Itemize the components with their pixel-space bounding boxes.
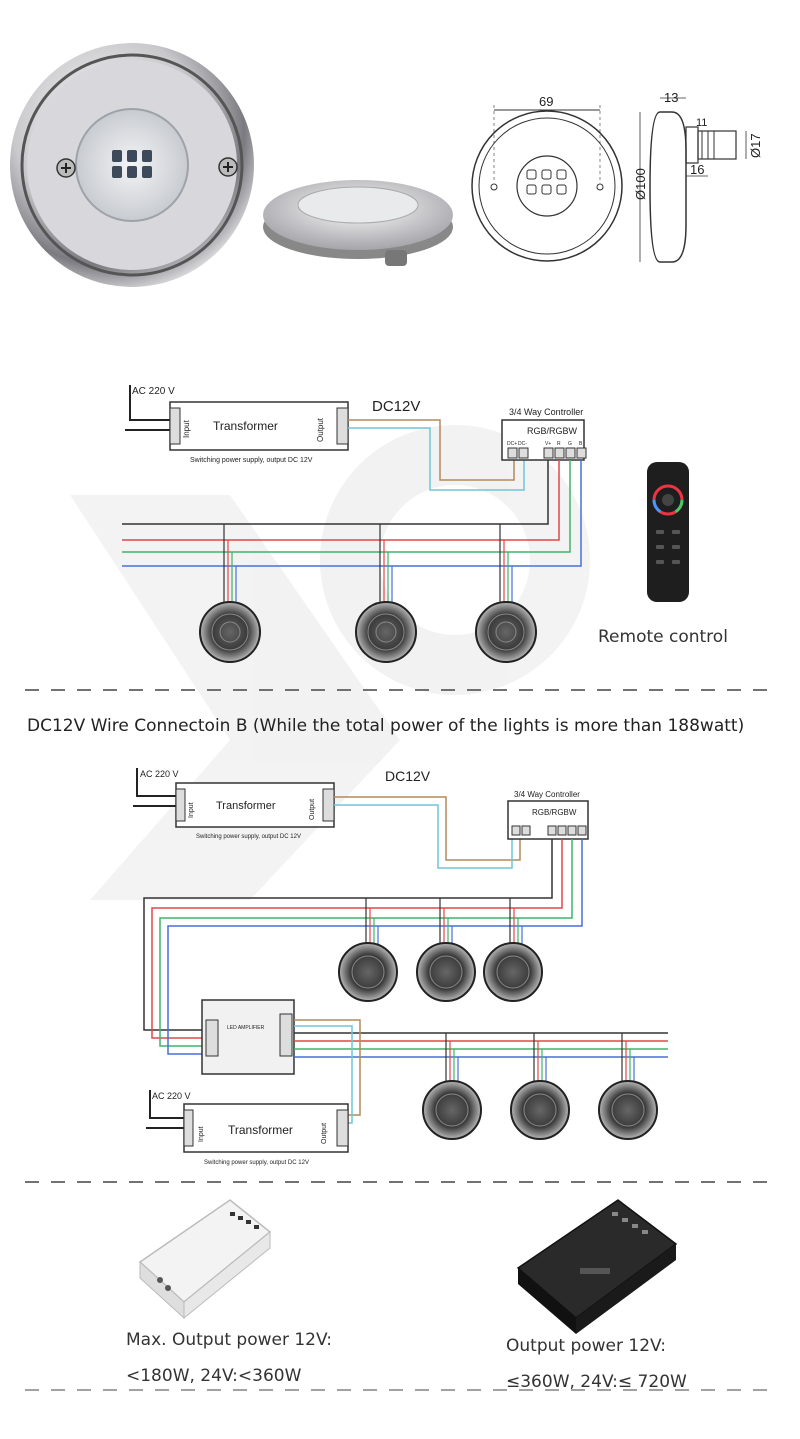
transformer-label: Transformer bbox=[228, 1123, 293, 1137]
section-b-heading: DC12V Wire Connectoin B (While the total… bbox=[27, 716, 745, 736]
transformer-label: Transformer bbox=[216, 800, 276, 812]
controller-mode: RGB/RGBW bbox=[527, 426, 578, 436]
input-label: Input bbox=[188, 802, 195, 818]
pool-light-icon bbox=[199, 601, 261, 663]
psu-note: Switching power supply, output DC 12V bbox=[196, 834, 301, 840]
remote-control-label: Remote control bbox=[598, 627, 728, 647]
amplifier: LED AMPLIFIER bbox=[201, 999, 295, 1075]
ac-label: AC 220 V bbox=[132, 386, 175, 397]
controller-b: 3/4 Way Controller RGB/RGBW bbox=[507, 790, 589, 840]
pool-light-icon bbox=[483, 942, 543, 1002]
lamp-drop bbox=[499, 524, 513, 606]
transformer-label: Transformer bbox=[213, 419, 278, 433]
amplifier-product-black bbox=[516, 1199, 678, 1334]
pool-light-icon bbox=[416, 942, 476, 1002]
pool-light-icon bbox=[475, 601, 537, 663]
controller-a: 3/4 Way Controller RGB/RGBW DC+ DC- V+ R… bbox=[501, 407, 587, 461]
input-label: Input bbox=[198, 1126, 205, 1142]
lamp-drop bbox=[223, 524, 237, 606]
controller-term-label: DC+ bbox=[507, 441, 517, 447]
ac-label-bottom: AC 220 V bbox=[152, 1091, 191, 1101]
dim-width-label: 69 bbox=[539, 94, 553, 109]
screw-icon bbox=[218, 157, 238, 177]
remote-control-icon bbox=[647, 462, 689, 602]
dc-label: DC12V bbox=[385, 768, 431, 784]
amplifier-label: LED AMPLIFIER bbox=[227, 1025, 265, 1031]
controller-term-label: G bbox=[568, 441, 572, 447]
dim-diameter-label: Ø100 bbox=[633, 168, 648, 200]
diagram-a: AC 220 V Transformer Input Output Switch… bbox=[122, 385, 689, 663]
controller-term-label: V+ bbox=[545, 441, 551, 447]
pool-light-icon bbox=[598, 1080, 658, 1140]
pool-light-icon bbox=[355, 601, 417, 663]
controller-mode: RGB/RGBW bbox=[532, 808, 577, 817]
transformer-b-bottom: Transformer Input Output Switching power… bbox=[183, 1103, 349, 1166]
transformer-b-top: Transformer Input Output Switching power… bbox=[175, 782, 335, 840]
controller-title: 3/4 Way Controller bbox=[514, 790, 580, 799]
input-label: Input bbox=[182, 419, 191, 438]
controller-product-white bbox=[138, 1199, 272, 1320]
dim-depth-label: 13 bbox=[664, 90, 678, 105]
lamp-drop bbox=[379, 524, 393, 606]
controller-term-label: R bbox=[557, 441, 561, 447]
product-left-line1: Max. Output power 12V: bbox=[126, 1330, 332, 1350]
watermark bbox=[70, 425, 590, 900]
dimension-drawing-side bbox=[639, 97, 747, 263]
diagram-b: AC 220 V Transformer Input Output Switch… bbox=[133, 768, 668, 1166]
product-left-line2: <180W, 24V:<360W bbox=[126, 1366, 302, 1386]
product-right-line2: ≤360W, 24V:≤ 720W bbox=[506, 1372, 687, 1392]
controller-term-label: DC- bbox=[518, 441, 527, 447]
psu-note: Switching power supply, output DC 12V bbox=[204, 1160, 309, 1166]
controller-title: 3/4 Way Controller bbox=[509, 407, 583, 417]
dc-label: DC12V bbox=[372, 398, 420, 415]
light-front-photo bbox=[10, 43, 254, 287]
screw-icon bbox=[56, 158, 76, 178]
pool-light-icon bbox=[338, 942, 398, 1002]
output-label: Output bbox=[316, 417, 325, 442]
output-label: Output bbox=[321, 1123, 328, 1144]
dim-shaft-label: Ø17 bbox=[748, 133, 763, 158]
ac-label-top: AC 220 V bbox=[140, 769, 179, 779]
transformer-a: Transformer Input Output Switching power… bbox=[169, 401, 349, 464]
psu-note: Switching power supply, output DC 12V bbox=[190, 457, 313, 464]
dim-thread-label: 11 bbox=[696, 117, 707, 129]
pool-light-icon bbox=[422, 1080, 482, 1140]
output-label: Output bbox=[309, 799, 316, 820]
dimension-drawing-front bbox=[471, 105, 623, 262]
controller-term-label: B bbox=[579, 441, 583, 447]
dim-length-label: 16 bbox=[690, 162, 704, 177]
pool-light-icon bbox=[510, 1080, 570, 1140]
product-right-line1: Output power 12V: bbox=[506, 1336, 667, 1356]
light-side-photo bbox=[263, 180, 453, 266]
